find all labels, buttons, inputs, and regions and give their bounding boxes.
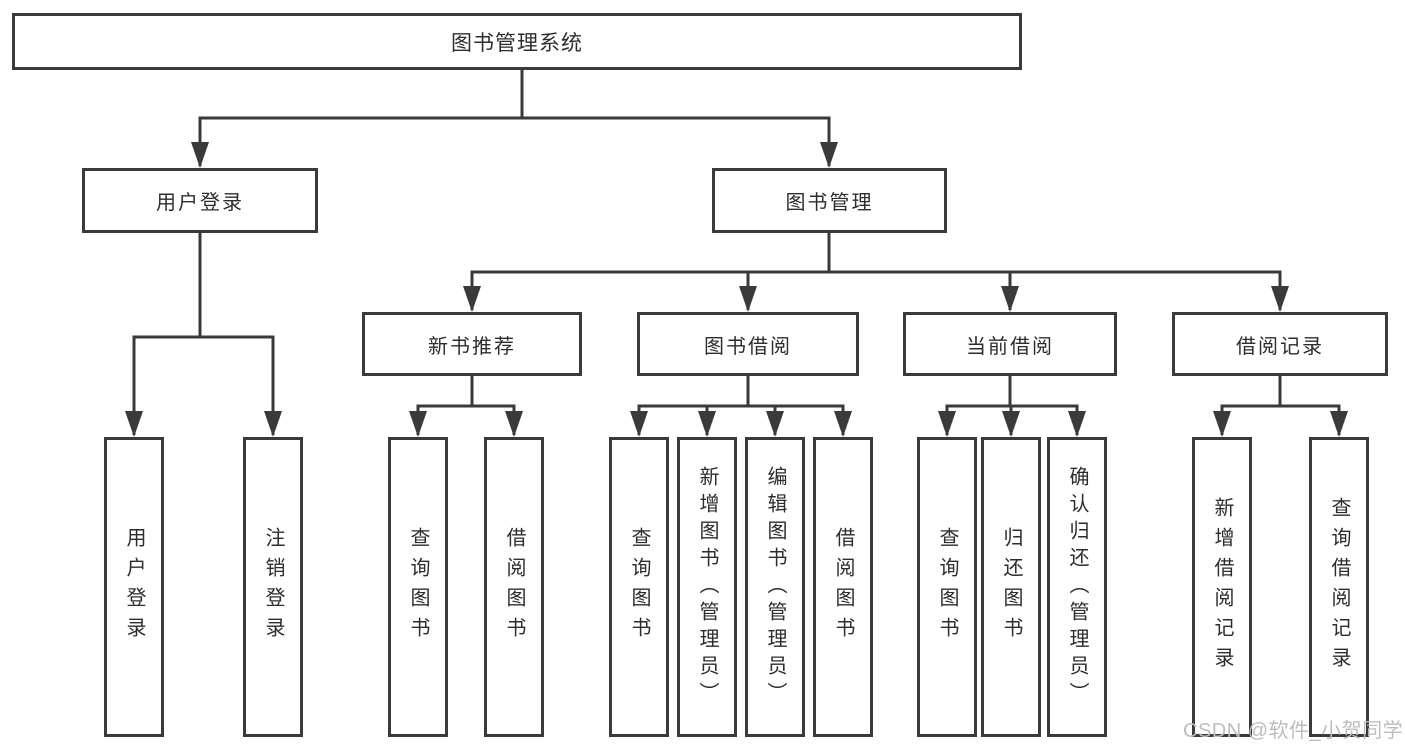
leaf-edit-books-admin: 编辑图书（管理员） (745, 437, 805, 737)
node-user-login: 用户登录 (82, 168, 318, 233)
leaf-label: 查询借阅记录 (1328, 497, 1350, 677)
leaf-query-borrow-record: 查询借阅记录 (1309, 437, 1369, 737)
leaf-query-books-current: 查询图书 (917, 437, 977, 737)
node-book-management: 图书管理 (712, 168, 947, 233)
leaf-borrow-books-borrowing: 借阅图书 (813, 437, 873, 737)
leaf-label: 归还图书 (1000, 527, 1022, 647)
leaf-label: 查询图书 (936, 527, 958, 647)
leaf-label: 借阅图书 (503, 527, 525, 647)
leaf-user-login: 用户登录 (104, 437, 164, 737)
leaf-label: 注销登录 (262, 527, 284, 647)
leaf-query-books-recommend: 查询图书 (388, 437, 448, 737)
node-new-book-recommendation: 新书推荐 (362, 312, 582, 376)
leaf-borrow-books-recommend: 借阅图书 (484, 437, 544, 737)
leaf-add-books-admin: 新增图书（管理员） (677, 437, 737, 737)
leaf-label: 编辑图书（管理员） (764, 465, 786, 709)
leaf-add-borrow-record: 新增借阅记录 (1192, 437, 1252, 737)
leaf-confirm-return-admin: 确认归还（管理员） (1047, 437, 1107, 737)
leaf-return-books: 归还图书 (981, 437, 1041, 737)
node-current-borrowing: 当前借阅 (903, 312, 1117, 376)
leaf-label: 查询图书 (628, 527, 650, 647)
leaf-query-books-borrowing: 查询图书 (609, 437, 669, 737)
node-book-borrowing: 图书借阅 (637, 312, 859, 376)
node-borrowing-records: 借阅记录 (1172, 312, 1388, 376)
leaf-label: 新增借阅记录 (1211, 497, 1233, 677)
leaf-label: 借阅图书 (832, 527, 854, 647)
leaf-logout: 注销登录 (243, 437, 303, 737)
node-system-root: 图书管理系统 (12, 13, 1022, 70)
csdn-watermark: CSDN @软件_小贺同学 (1183, 720, 1404, 742)
leaf-label: 确认归还（管理员） (1066, 465, 1088, 709)
leaf-label: 新增图书（管理员） (696, 465, 718, 709)
leaf-label: 查询图书 (407, 527, 429, 647)
leaf-label: 用户登录 (123, 527, 145, 647)
